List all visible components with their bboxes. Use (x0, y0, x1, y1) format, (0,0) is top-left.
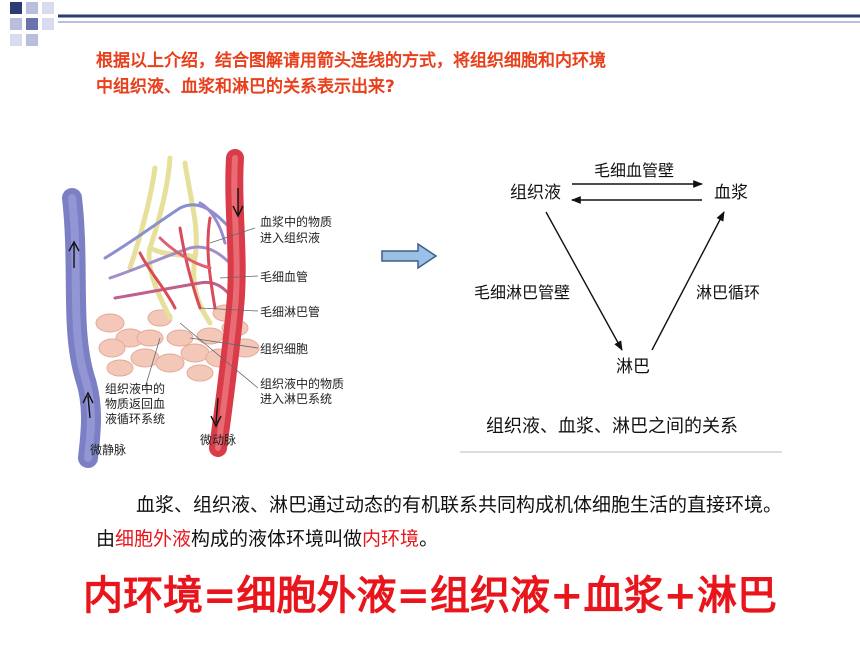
label-tissue-to-lymph-2: 进入淋巴系统 (260, 392, 332, 406)
edge-lymph-circulation: 淋巴循环 (696, 283, 760, 302)
diagram-caption: 组织液、血浆、淋巴之间的关系 (486, 416, 738, 437)
label-tissue-to-lymph-1: 组织液中的物质 (260, 376, 344, 391)
label-tissue-to-blood-2: 物质返回血 (105, 397, 165, 411)
label-tissue-to-blood-1: 组织液中的 (105, 381, 165, 396)
label-capillary: 毛细血管 (260, 269, 308, 284)
question-title: 根据以上介绍，结合图解请用箭头连线的方式，将组织细胞和内环境 中组织液、血浆和淋… (96, 48, 776, 100)
label-lymph-capillary: 毛细淋巴管 (260, 304, 320, 319)
right-arrow-icon (381, 242, 438, 270)
label-arteriole: 微动脉 (200, 432, 236, 447)
paragraph-text-3: 。 (419, 528, 439, 550)
highlight-internal-environment: 内环境 (362, 528, 420, 550)
flow-arrows (68, 188, 244, 428)
paragraph-text-2: 构成的液体环境叫做 (191, 528, 363, 550)
node-lymph: 淋巴 (616, 357, 650, 377)
definition-paragraph: 血浆、组织液、淋巴通过动态的有机联系共同构成机体细胞生活的直接环境。由细胞外液构… (96, 488, 796, 556)
edge-lymph-capillary-wall: 毛细淋巴管壁 (474, 283, 570, 302)
formula: 内环境=细胞外液=组织液+血浆+淋巴 (82, 573, 778, 619)
paragraph-text-1: 血浆、组织液、淋巴通过动态的有机联系共同构成机体细胞生活的直接环境。由 (96, 494, 783, 550)
leader-lines (144, 227, 259, 389)
tissue-cells (95, 304, 260, 382)
label-tissue-to-blood-3: 液循环系统 (105, 411, 165, 426)
label-tissue-cell: 组织细胞 (260, 342, 308, 356)
label-plasma-to-tissue-1: 血浆中的物质 (260, 214, 332, 229)
tissue-fluid-illustration: 血浆中的物质 进入组织液 毛细血管 毛细淋巴管 组织细胞 组织液中的物质 进入淋… (62, 149, 344, 468)
diagram-arrows (545, 180, 725, 351)
fluid-relationship-diagram: 组织液 血浆 淋巴 毛细血管壁 毛细淋巴管壁 淋巴循环 组织液、血浆、淋巴之间的… (460, 161, 782, 453)
capillary-network (103, 201, 237, 310)
highlight-extracellular-fluid: 细胞外液 (115, 528, 192, 550)
header-decoration (10, 2, 860, 46)
title-line-2: 中组织液、血浆和淋巴的关系表示出来? (96, 77, 395, 97)
label-plasma-to-tissue-2: 进入组织液 (260, 230, 320, 245)
node-tissue-fluid: 组织液 (510, 183, 561, 203)
node-plasma: 血浆 (714, 183, 748, 203)
label-venule: 微静脉 (90, 442, 126, 457)
title-line-1: 根据以上介绍，结合图解请用箭头连线的方式，将组织细胞和内环境 (96, 51, 606, 71)
edge-capillary-wall: 毛细血管壁 (594, 161, 674, 180)
